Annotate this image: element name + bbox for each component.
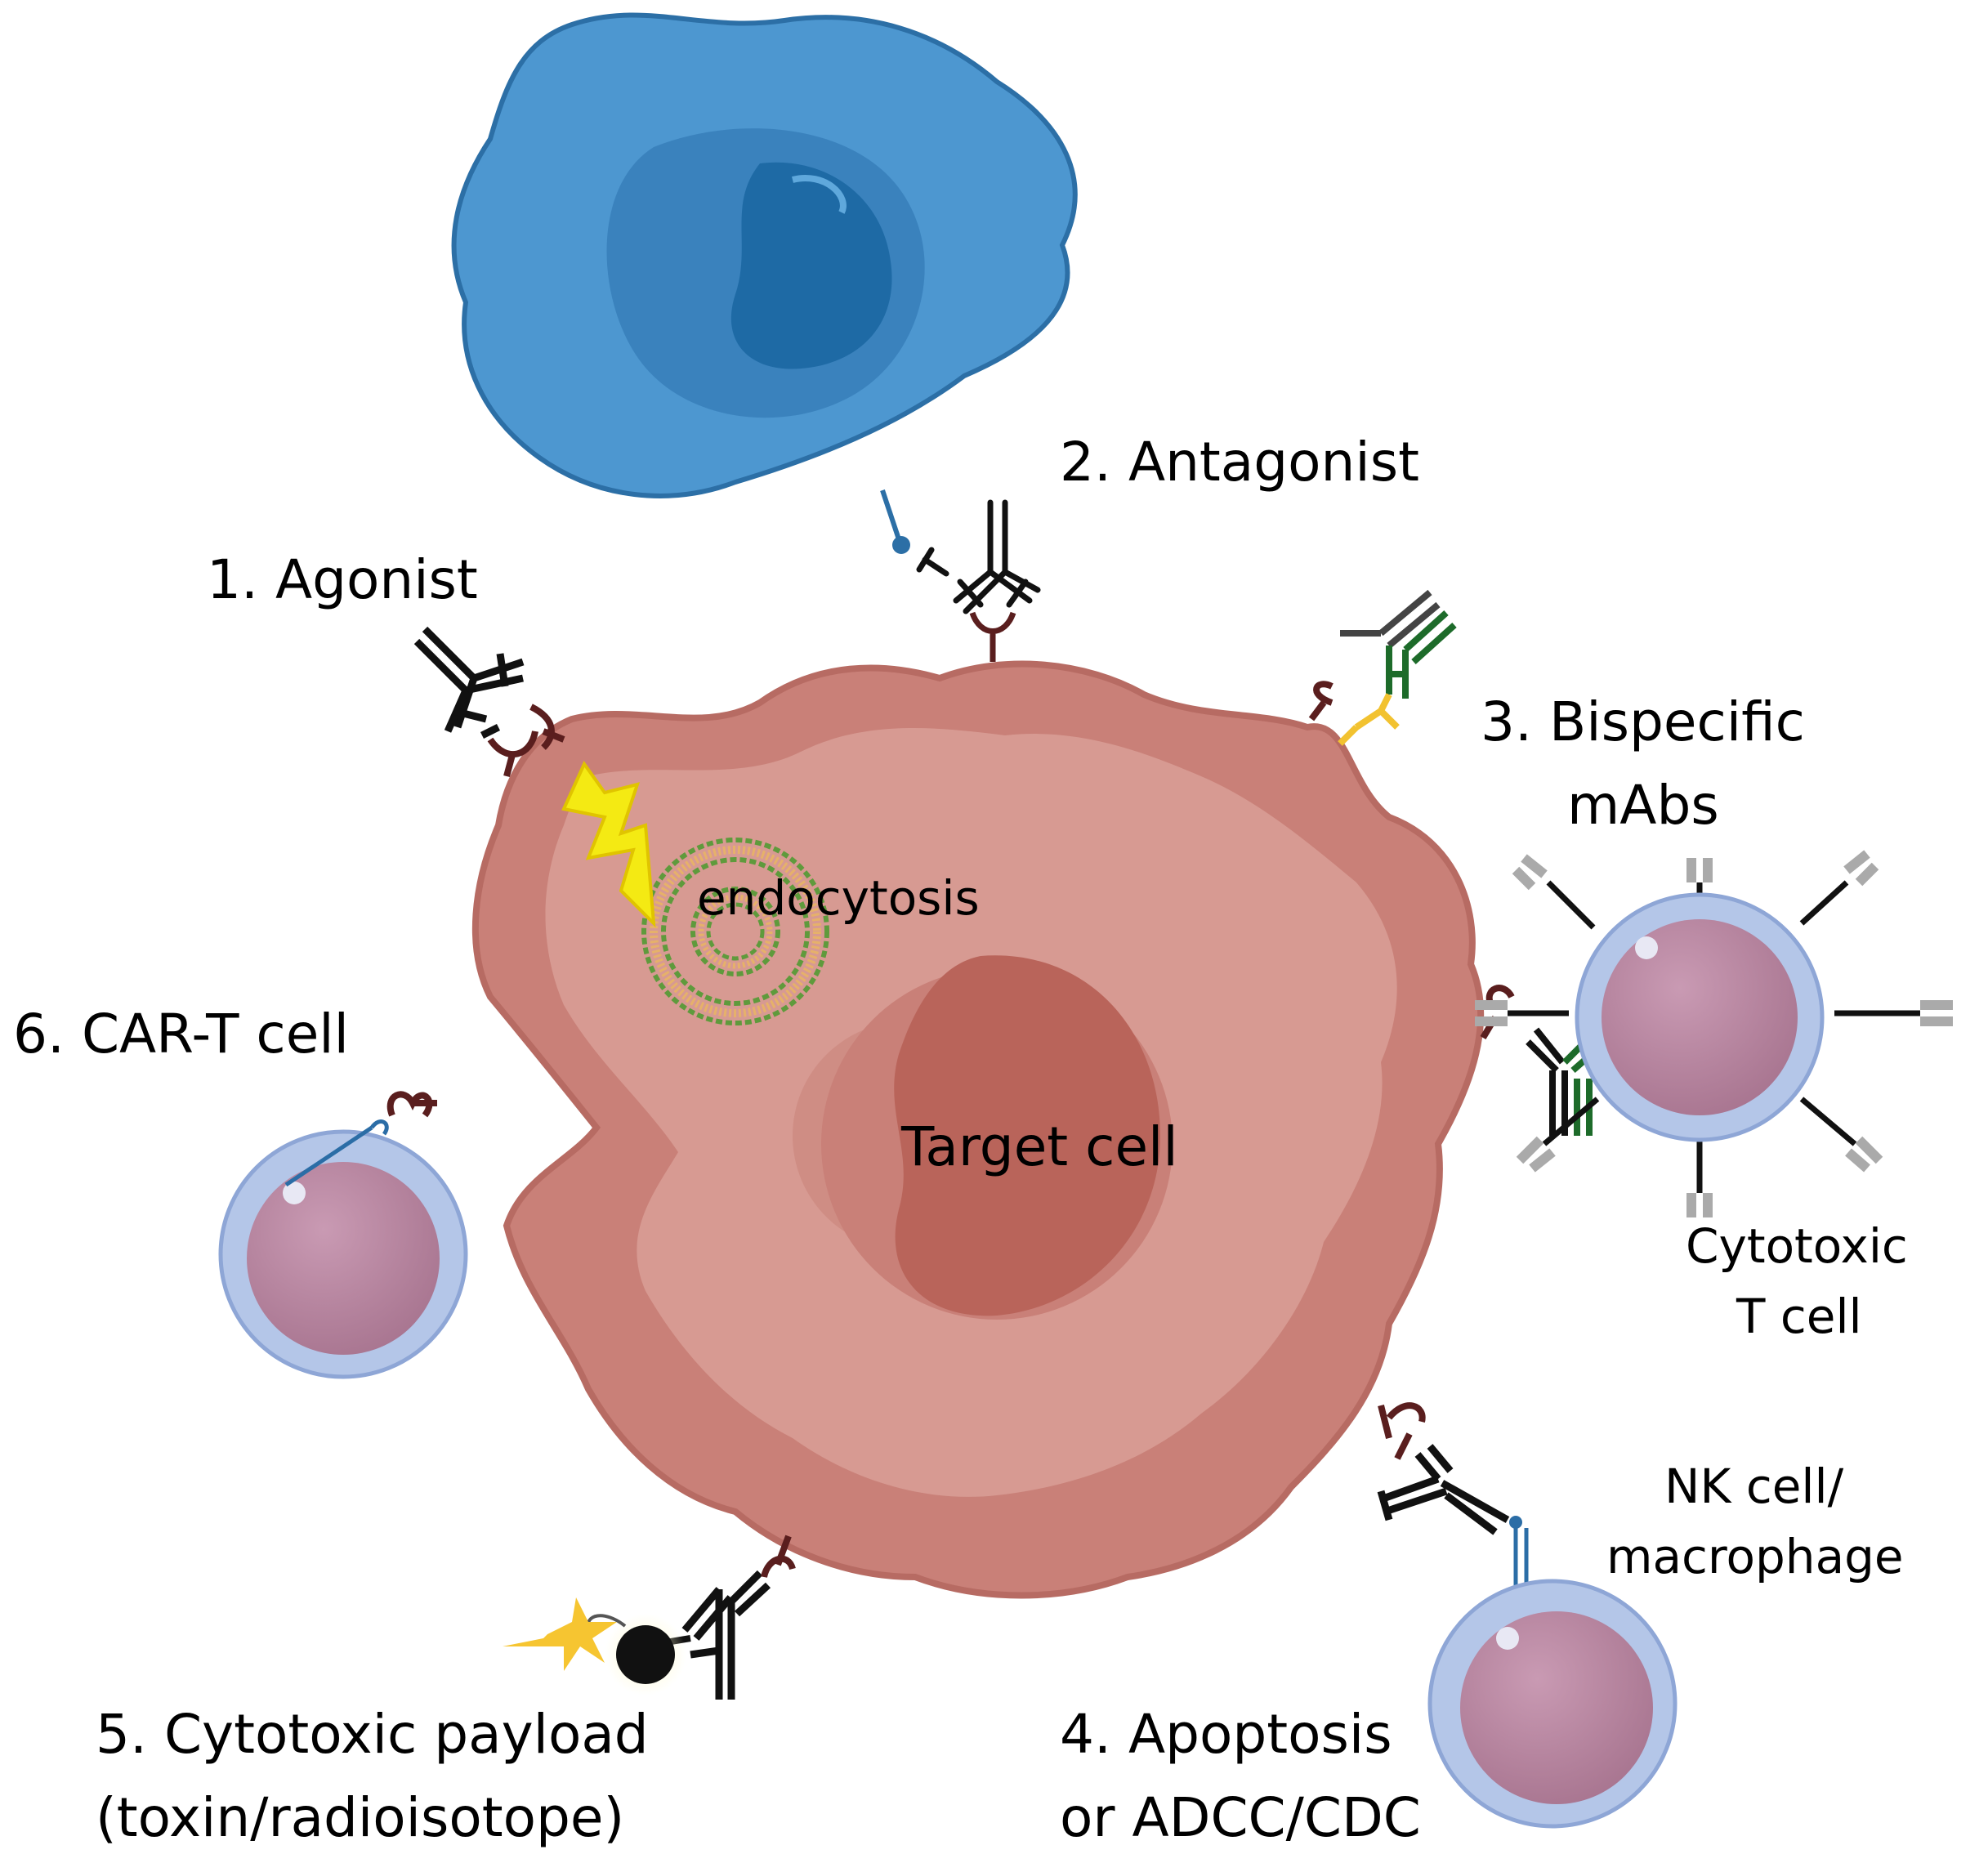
label-cytotoxic-t-line2: T cell — [1736, 1289, 1862, 1344]
label-bispecific-line2: mAbs — [1567, 774, 1719, 837]
antagonist-receptor — [969, 611, 1016, 662]
adcc-antibody-icon — [1377, 1444, 1510, 1535]
immune-cell-top — [451, 12, 1078, 554]
label-car-t: 6. CAR-T cell — [13, 1003, 349, 1066]
antagonist-antibody-icon — [916, 499, 1041, 614]
bispecific-target-receptor — [1338, 693, 1400, 746]
label-apoptosis-line2: or ADCC/CDC — [1060, 1786, 1421, 1849]
bispecific-receptor-top — [1308, 681, 1334, 722]
label-apoptosis-line1: 4. Apoptosis — [1060, 1703, 1392, 1766]
bispecific-antibody-top-icon — [1340, 589, 1457, 699]
lightning-bolt-icon — [561, 761, 656, 928]
nk-cell-macrophage — [1427, 1516, 1678, 1829]
label-payload-line2: (toxin/radioisotope) — [96, 1786, 625, 1849]
agonist-antibody-icon — [413, 626, 525, 739]
label-agonist: 1. Agonist — [207, 548, 478, 611]
label-bispecific-line1: 3. Bispecific — [1481, 690, 1805, 753]
label-nk-line2: macrophage — [1606, 1529, 1904, 1584]
explosion-star-icon — [503, 1597, 617, 1671]
car-t-cell — [218, 1119, 468, 1379]
car-t-receptor — [386, 1091, 437, 1118]
payload-antibody-icon — [681, 1570, 771, 1700]
label-cytotoxic-t-line1: Cytotoxic — [1686, 1218, 1908, 1274]
label-payload-line1: 5. Cytotoxic payload — [96, 1703, 649, 1766]
agonist-receptor-1 — [487, 730, 538, 778]
bispecific-receptor-right — [1480, 985, 1515, 1040]
payload-receptor — [761, 1535, 796, 1579]
label-endocytosis: endocytosis — [697, 870, 980, 926]
adcc-receptor — [1378, 1402, 1426, 1460]
cytotoxic-t-cell — [1475, 850, 1953, 1217]
bomb-icon — [616, 1625, 675, 1684]
label-target-cell: Target cell — [901, 1115, 1178, 1178]
target-cell — [471, 660, 1485, 1599]
label-nk-line1: NK cell/ — [1664, 1459, 1844, 1514]
endocytosis-vesicle — [641, 838, 829, 1025]
agonist-receptor-2 — [529, 704, 565, 750]
label-antagonist: 2. Antagonist — [1060, 431, 1419, 494]
